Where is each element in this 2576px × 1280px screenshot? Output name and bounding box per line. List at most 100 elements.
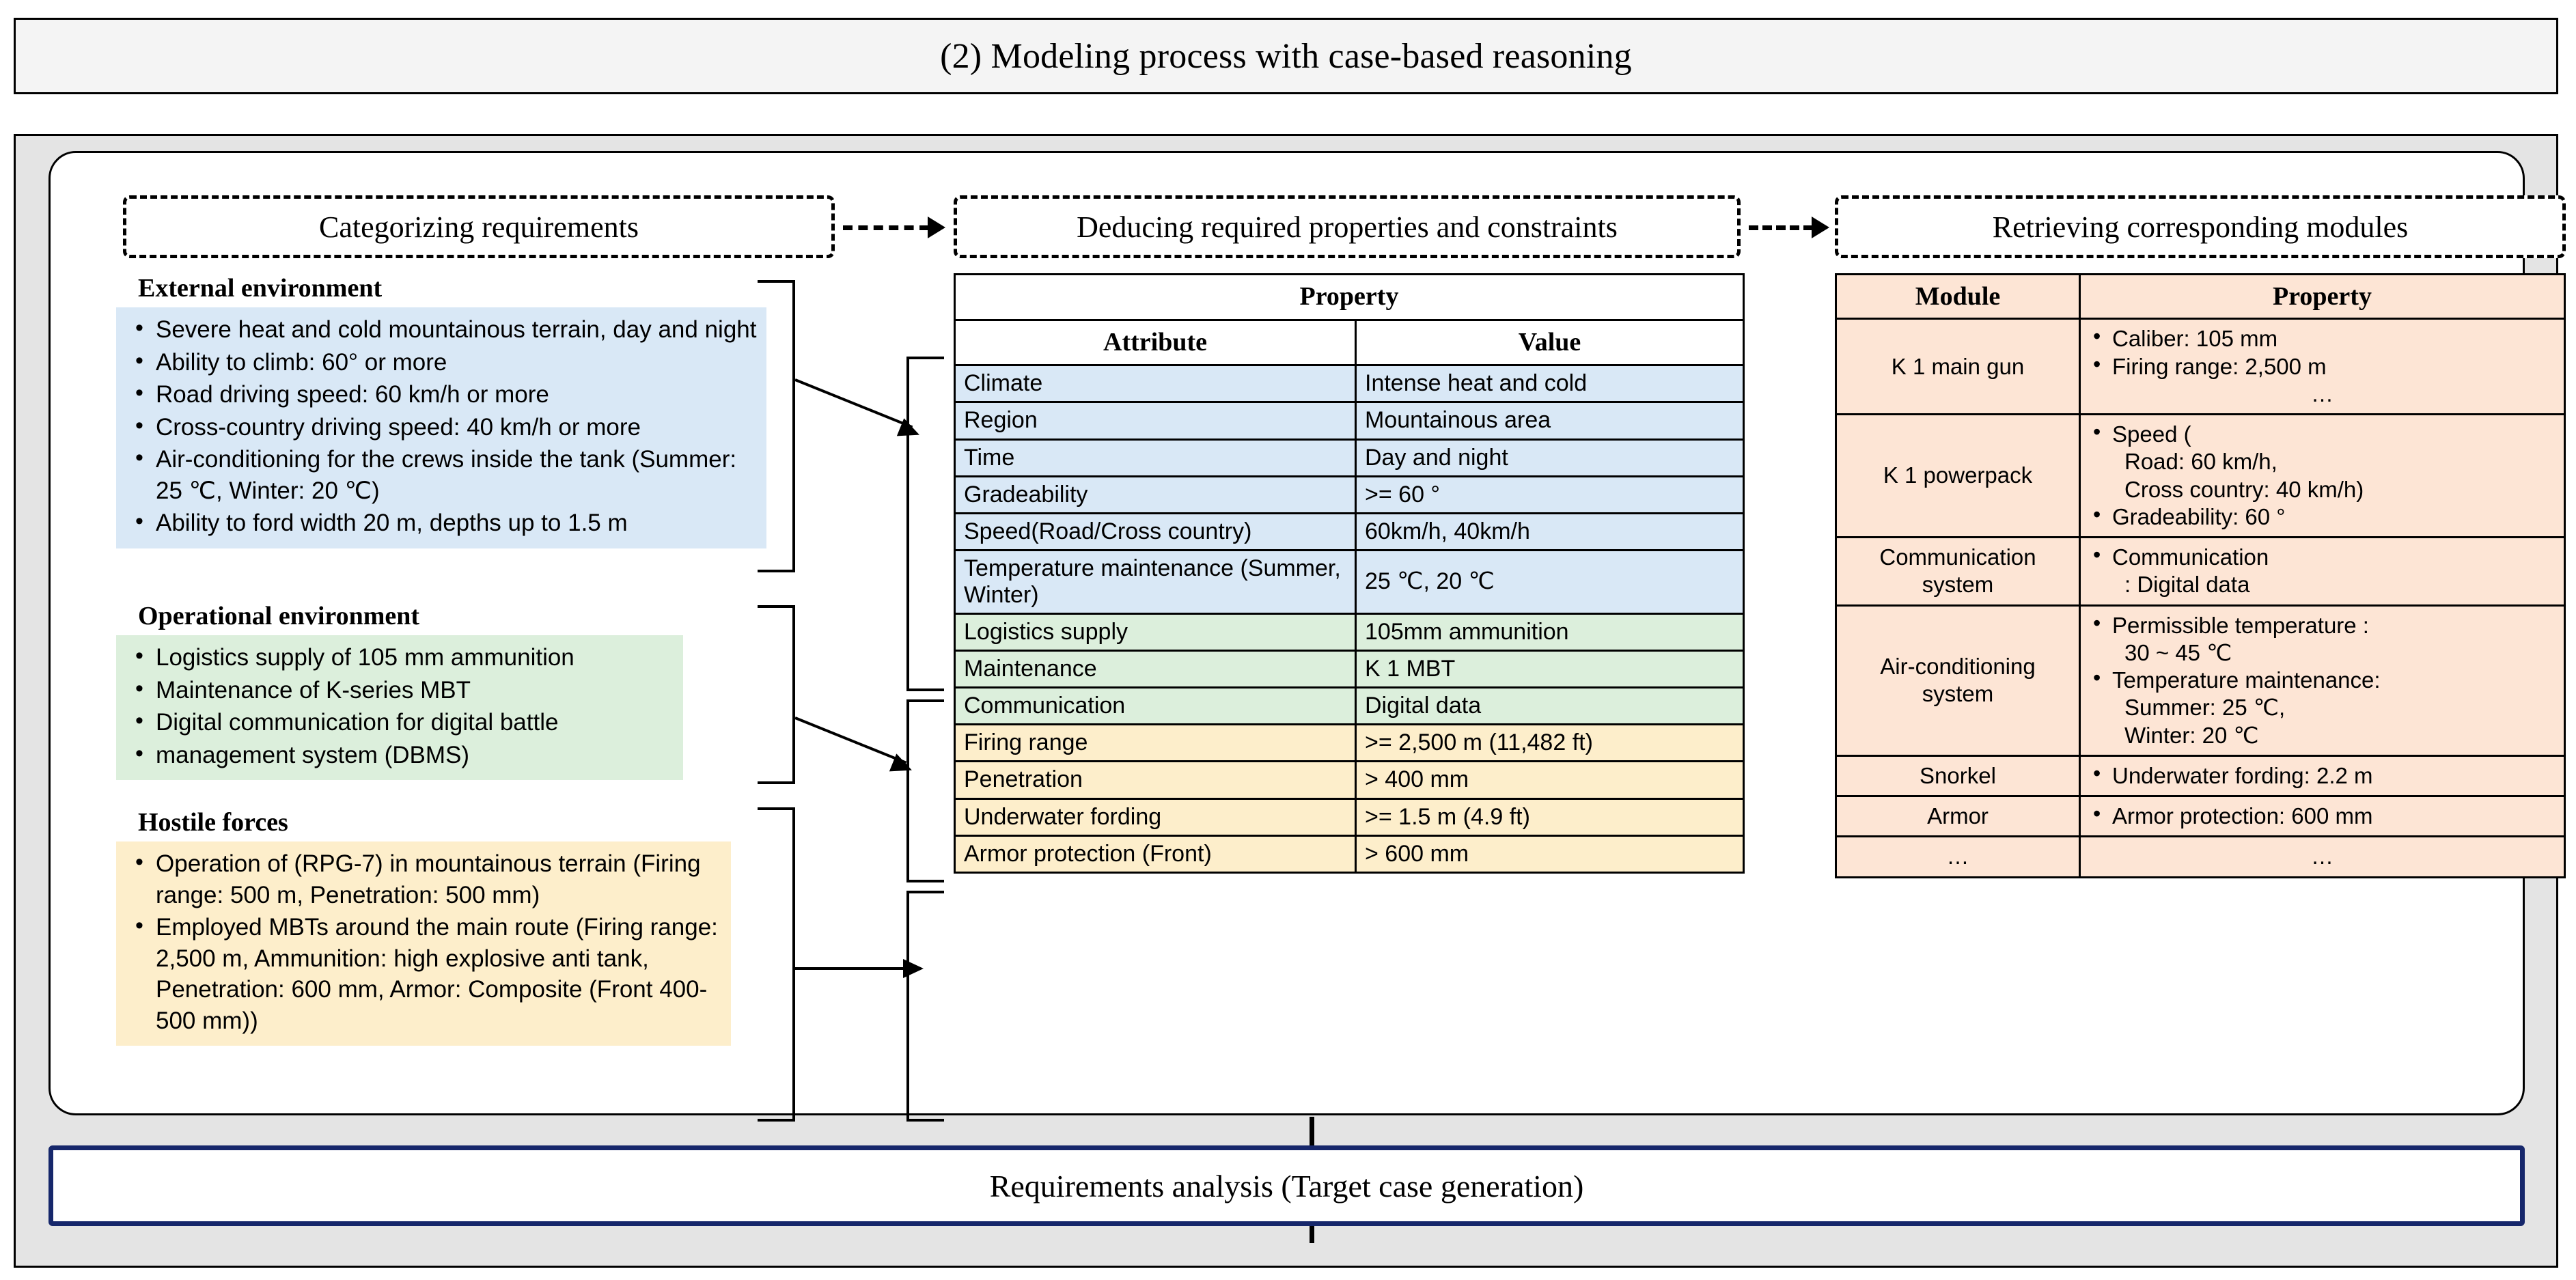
bracket-table-yellow-block — [906, 891, 944, 1122]
req-text: Ability to ford width 20 m, depths up to… — [156, 510, 628, 536]
list-item: Ability to ford width 20 m, depths up to… — [128, 506, 757, 539]
cell-attribute: Time — [954, 438, 1357, 477]
cell-module-name: Armor — [1835, 795, 2081, 838]
bracket-external-group — [758, 280, 795, 572]
stage-arrow-1-to-2 — [843, 217, 945, 238]
ellipsis-text: … — [2311, 380, 2333, 406]
arrow-head-icon — [928, 217, 945, 238]
prop-text: Underwater fording: 2.2 m — [2112, 762, 2373, 788]
page-title: (2) Modeling process with case-based rea… — [940, 36, 1632, 76]
stage-box-categorizing-requirements: Categorizing requirements — [123, 195, 835, 258]
table-row: K 1 main gun Caliber: 105 mm Firing rang… — [1835, 318, 2566, 416]
table-row: Penetration> 400 mm — [954, 760, 1745, 800]
requirement-list-operational: Logistics supply of 105 mm ammunition Ma… — [116, 635, 683, 780]
list-item: Severe heat and cold mountainous terrain… — [128, 313, 757, 346]
req-text: Air-conditioning for the crews inside th… — [156, 446, 737, 504]
cell-module-properties: … — [2079, 835, 2566, 878]
cell-value: 60km/h, 40km/h — [1355, 512, 1745, 551]
list-item: Gradeability: 60 ° — [2089, 501, 2556, 531]
requirement-group-hostile: Hostile forces Operation of (RPG-7) in m… — [116, 807, 731, 1046]
stage-label-1: Categorizing requirements — [319, 210, 639, 244]
arrow-shaft — [843, 225, 929, 230]
cell-attribute: Logistics supply — [954, 613, 1357, 652]
cell-value: Mountainous area — [1355, 401, 1745, 441]
table-row: Underwater fording>= 1.5 m (4.9 ft) — [954, 797, 1745, 837]
table-header-row: Property — [954, 273, 1745, 321]
table-row: … … — [1835, 835, 2566, 878]
req-text: Road driving speed: 60 km/h or more — [156, 381, 549, 408]
list-item: Caliber: 105 mm — [2089, 323, 2556, 352]
cell-value: K 1 MBT — [1355, 650, 1745, 689]
cell-value: 25 ℃, 20 ℃ — [1355, 548, 1745, 615]
req-text: Maintenance of K-series MBT — [156, 676, 471, 704]
prop-subtext: : Digital data — [2124, 572, 2250, 598]
cell-module-properties: Underwater fording: 2.2 m — [2079, 754, 2566, 798]
table-row: Temperature maintenance (Summer, Winter)… — [954, 548, 1745, 615]
table-row: Armor protection (Front)> 600 mm — [954, 834, 1745, 874]
cell-attribute: Gradeability — [954, 475, 1357, 514]
requirement-group-operational: Operational environment Logistics supply… — [116, 601, 683, 780]
requirement-list-external: Severe heat and cold mountainous terrain… — [116, 307, 766, 548]
req-text: Logistics supply of 105 mm ammunition — [156, 644, 574, 671]
diagram-white-panel: Categorizing requirements Deducing requi… — [49, 151, 2566, 1122]
list-item: Underwater fording: 2.2 m — [2089, 760, 2556, 790]
group-heading-external: External environment — [138, 274, 383, 303]
prop-text: Temperature maintenance: — [2112, 667, 2381, 693]
cell-module-properties: Speed ( Road: 60 km/h, Cross country: 40… — [2079, 413, 2566, 539]
cell-attribute: Communication — [954, 686, 1357, 726]
cell-module-name: Air-conditioning system — [1835, 604, 2081, 757]
connector-operational-to-table — [794, 716, 907, 764]
group-heading-operational: Operational environment — [138, 602, 420, 630]
cell-attribute: Speed(Road/Cross country) — [954, 512, 1357, 551]
bracket-table-green-block — [906, 699, 944, 882]
cell-module-name: Snorkel — [1835, 754, 2081, 798]
cell-module-properties: Caliber: 105 mm Firing range: 2,500 m … — [2079, 318, 2566, 416]
group-heading-hostile: Hostile forces — [138, 808, 288, 837]
cell-value: Intense heat and cold — [1355, 364, 1745, 404]
table-row: Firing range>= 2,500 m (11,482 ft) — [954, 723, 1745, 763]
requirements-analysis-bar: Requirements analysis (Target case gener… — [49, 1145, 2525, 1226]
cell-value: 105mm ammunition — [1355, 613, 1745, 652]
cell-value: >= 60 ° — [1355, 475, 1745, 514]
column-header-property: Property — [2079, 273, 2566, 320]
cell-attribute: Underwater fording — [954, 797, 1357, 837]
list-item: Permissible temperature : 30 ~ 45 ℃ — [2089, 610, 2556, 667]
cell-module-name: K 1 powerpack — [1835, 413, 2081, 539]
prop-subtext: Summer: 25 ℃, — [2124, 695, 2286, 721]
prop-subtext: Road: 60 km/h, — [2124, 449, 2277, 475]
cell-module-properties: Permissible temperature : 30 ~ 45 ℃ Temp… — [2079, 604, 2566, 757]
list-item: Logistics supply of 105 mm ammunition — [128, 641, 674, 673]
requirement-list-hostile: Operation of (RPG-7) in mountainous terr… — [116, 841, 731, 1046]
cell-attribute: Firing range — [954, 723, 1357, 763]
req-text: Ability to climb: 60° or more — [156, 348, 447, 376]
req-text: Cross-country driving speed: 40 km/h or … — [156, 413, 641, 441]
prop-subtext: Cross country: 40 km/h) — [2124, 476, 2364, 502]
cell-attribute: Penetration — [954, 760, 1357, 800]
stage-label-3: Retrieving corresponding modules — [1992, 210, 2409, 244]
stage-label-2: Deducing required properties and constra… — [1077, 210, 1618, 244]
cell-attribute: Region — [954, 401, 1357, 441]
diagram-outer-frame: Categorizing requirements Deducing requi… — [14, 134, 2566, 1268]
module-table: Module Property K 1 main gun Caliber: 10… — [1835, 273, 2566, 878]
bracket-table-blue-block — [906, 357, 944, 691]
connector-arrow-head-icon — [903, 959, 924, 978]
cell-value: > 400 mm — [1355, 760, 1745, 800]
stage-arrow-2-to-3 — [1749, 217, 1829, 238]
prop-subtext: Winter: 20 ℃ — [2124, 722, 2259, 748]
cell-module-name: … — [1835, 835, 2081, 878]
cell-attribute: Temperature maintenance (Summer, Winter) — [954, 548, 1357, 615]
stage-box-retrieving-modules: Retrieving corresponding modules — [1835, 195, 2566, 258]
cell-module-name: Communication system — [1835, 536, 2081, 607]
cell-attribute: Climate — [954, 364, 1357, 404]
table-row: Speed(Road/Cross country)60km/h, 40km/h — [954, 512, 1745, 551]
title-bar: (2) Modeling process with case-based rea… — [14, 18, 2558, 94]
cell-module-properties: Armor protection: 600 mm — [2079, 795, 2566, 838]
list-item: Firing range: 2,500 m — [2089, 351, 2556, 380]
column-header-attribute: Attribute — [954, 318, 1357, 367]
list-item: management system (DBMS) — [128, 738, 674, 771]
connector-hostile-to-table — [795, 967, 918, 970]
